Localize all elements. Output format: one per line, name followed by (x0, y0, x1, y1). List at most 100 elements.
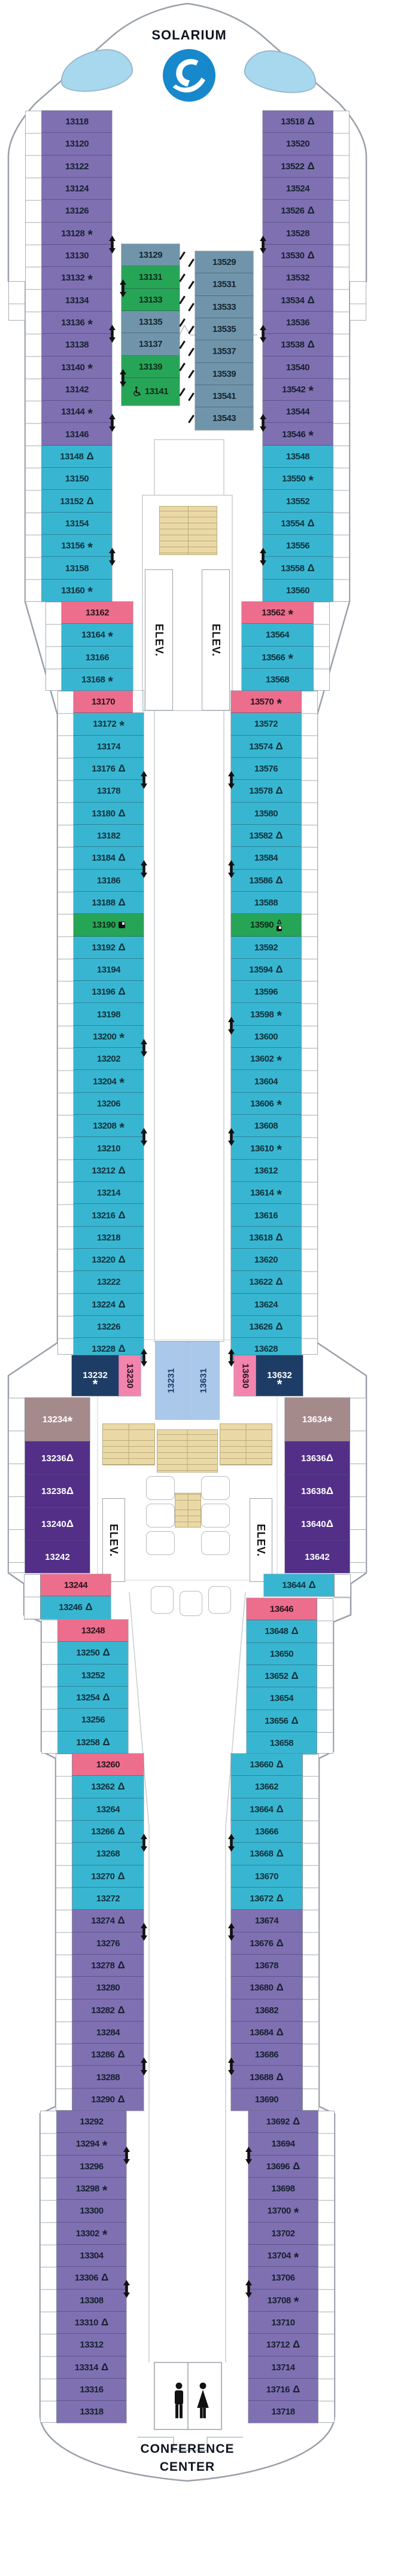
cabin-13158[interactable]: 13158 (42, 557, 112, 580)
cabin-13248[interactable]: 13248 (58, 1620, 128, 1642)
cabin-13172[interactable]: 13172* (74, 713, 144, 736)
cabin-13718[interactable]: 13718 (248, 2401, 318, 2423)
cabin-13142[interactable]: 13142 (42, 378, 112, 401)
elevator-shaft[interactable]: ELEV. (250, 1498, 272, 1582)
cabin-13631[interactable]: 13631 (187, 1341, 220, 1420)
cabin-13226[interactable]: 13226 (74, 1315, 144, 1339)
cabin-13598[interactable]: 13598* (231, 1003, 301, 1026)
cabin-13616[interactable]: 13616 (231, 1204, 301, 1227)
cabin-13124[interactable]: 13124 (42, 177, 112, 200)
cabin-13234[interactable]: 13234* (25, 1397, 90, 1442)
cabin-13168[interactable]: 13168* (62, 668, 133, 691)
cabin-13178[interactable]: 13178 (74, 780, 144, 803)
cabin-13160[interactable]: 13160* (42, 579, 112, 602)
cabin-13531[interactable]: 13531 (195, 273, 253, 296)
cabin-13202[interactable]: 13202 (74, 1048, 144, 1071)
cabin-13634[interactable]: 13634* (284, 1397, 350, 1442)
cabin-13682[interactable]: 13682 (231, 1999, 302, 2022)
cabin-13674[interactable]: 13674 (231, 1910, 302, 1932)
cabin-13710[interactable]: 13710 (248, 2311, 318, 2334)
cabin-13584[interactable]: 13584 (231, 847, 301, 870)
cabin-13292[interactable]: 13292 (57, 2111, 126, 2133)
cabin-13138[interactable]: 13138 (42, 334, 112, 356)
cabin-13300[interactable]: 13300 (57, 2200, 126, 2223)
cabin-13120[interactable]: 13120 (42, 133, 112, 156)
cabin-13304[interactable]: 13304 (57, 2244, 126, 2267)
cabin-13541[interactable]: 13541 (195, 385, 253, 408)
cabin-13260[interactable]: 13260 (72, 1754, 144, 1776)
cabin-13588[interactable]: 13588 (231, 891, 301, 914)
cabin-13546[interactable]: 13546* (263, 423, 333, 446)
cabin-13298[interactable]: 13298* (57, 2177, 126, 2200)
cabin-13702[interactable]: 13702 (248, 2222, 318, 2245)
cabin-13539[interactable]: 13539 (195, 362, 253, 385)
cabin-13296[interactable]: 13296 (57, 2155, 126, 2178)
cabin-13156[interactable]: 13156* (42, 535, 112, 557)
cabin-13230[interactable]: 13230 (118, 1355, 141, 1397)
cabin-13129[interactable]: 13129 (122, 244, 180, 267)
cabin-13128[interactable]: 13128* (42, 222, 112, 245)
cabin-13520[interactable]: 13520 (263, 133, 333, 156)
cabin-13122[interactable]: 13122 (42, 155, 112, 178)
cabin-13174[interactable]: 13174 (74, 735, 144, 758)
cabin-13564[interactable]: 13564 (242, 624, 313, 647)
cabin-13624[interactable]: 13624 (231, 1293, 301, 1316)
cabin-13146[interactable]: 13146 (42, 423, 112, 446)
cabin-13700[interactable]: 13700* (248, 2200, 318, 2223)
cabin-13164[interactable]: 13164* (62, 624, 133, 647)
cabin-13222[interactable]: 13222 (74, 1271, 144, 1294)
cabin-13242[interactable]: 13242 (25, 1540, 90, 1574)
cabin-13537[interactable]: 13537 (195, 340, 253, 363)
cabin-13294[interactable]: 13294* (57, 2133, 126, 2156)
cabin-13632[interactable]: 13632* (256, 1355, 303, 1397)
cabin-13528[interactable]: 13528 (263, 222, 333, 245)
cabin-13630[interactable]: 13630 (233, 1355, 257, 1397)
cabin-13130[interactable]: 13130 (42, 244, 112, 267)
cabin-13708[interactable]: 13708* (248, 2289, 318, 2312)
cabin-13218[interactable]: 13218 (74, 1226, 144, 1249)
cabin-13132[interactable]: 13132* (42, 267, 112, 289)
cabin-13556[interactable]: 13556 (263, 535, 333, 557)
cabin-13264[interactable]: 13264 (72, 1798, 144, 1821)
cabin-13704[interactable]: 13704* (248, 2244, 318, 2267)
cabin-13662[interactable]: 13662 (231, 1776, 302, 1798)
cabin-13280[interactable]: 13280 (72, 1977, 144, 1999)
cabin-13608[interactable]: 13608 (231, 1115, 301, 1138)
cabin-13560[interactable]: 13560 (263, 579, 333, 602)
cabin-13256[interactable]: 13256 (58, 1709, 128, 1731)
cabin-13642[interactable]: 13642 (284, 1540, 350, 1574)
cabin-13544[interactable]: 13544 (263, 401, 333, 423)
cabin-13154[interactable]: 13154 (42, 512, 112, 535)
